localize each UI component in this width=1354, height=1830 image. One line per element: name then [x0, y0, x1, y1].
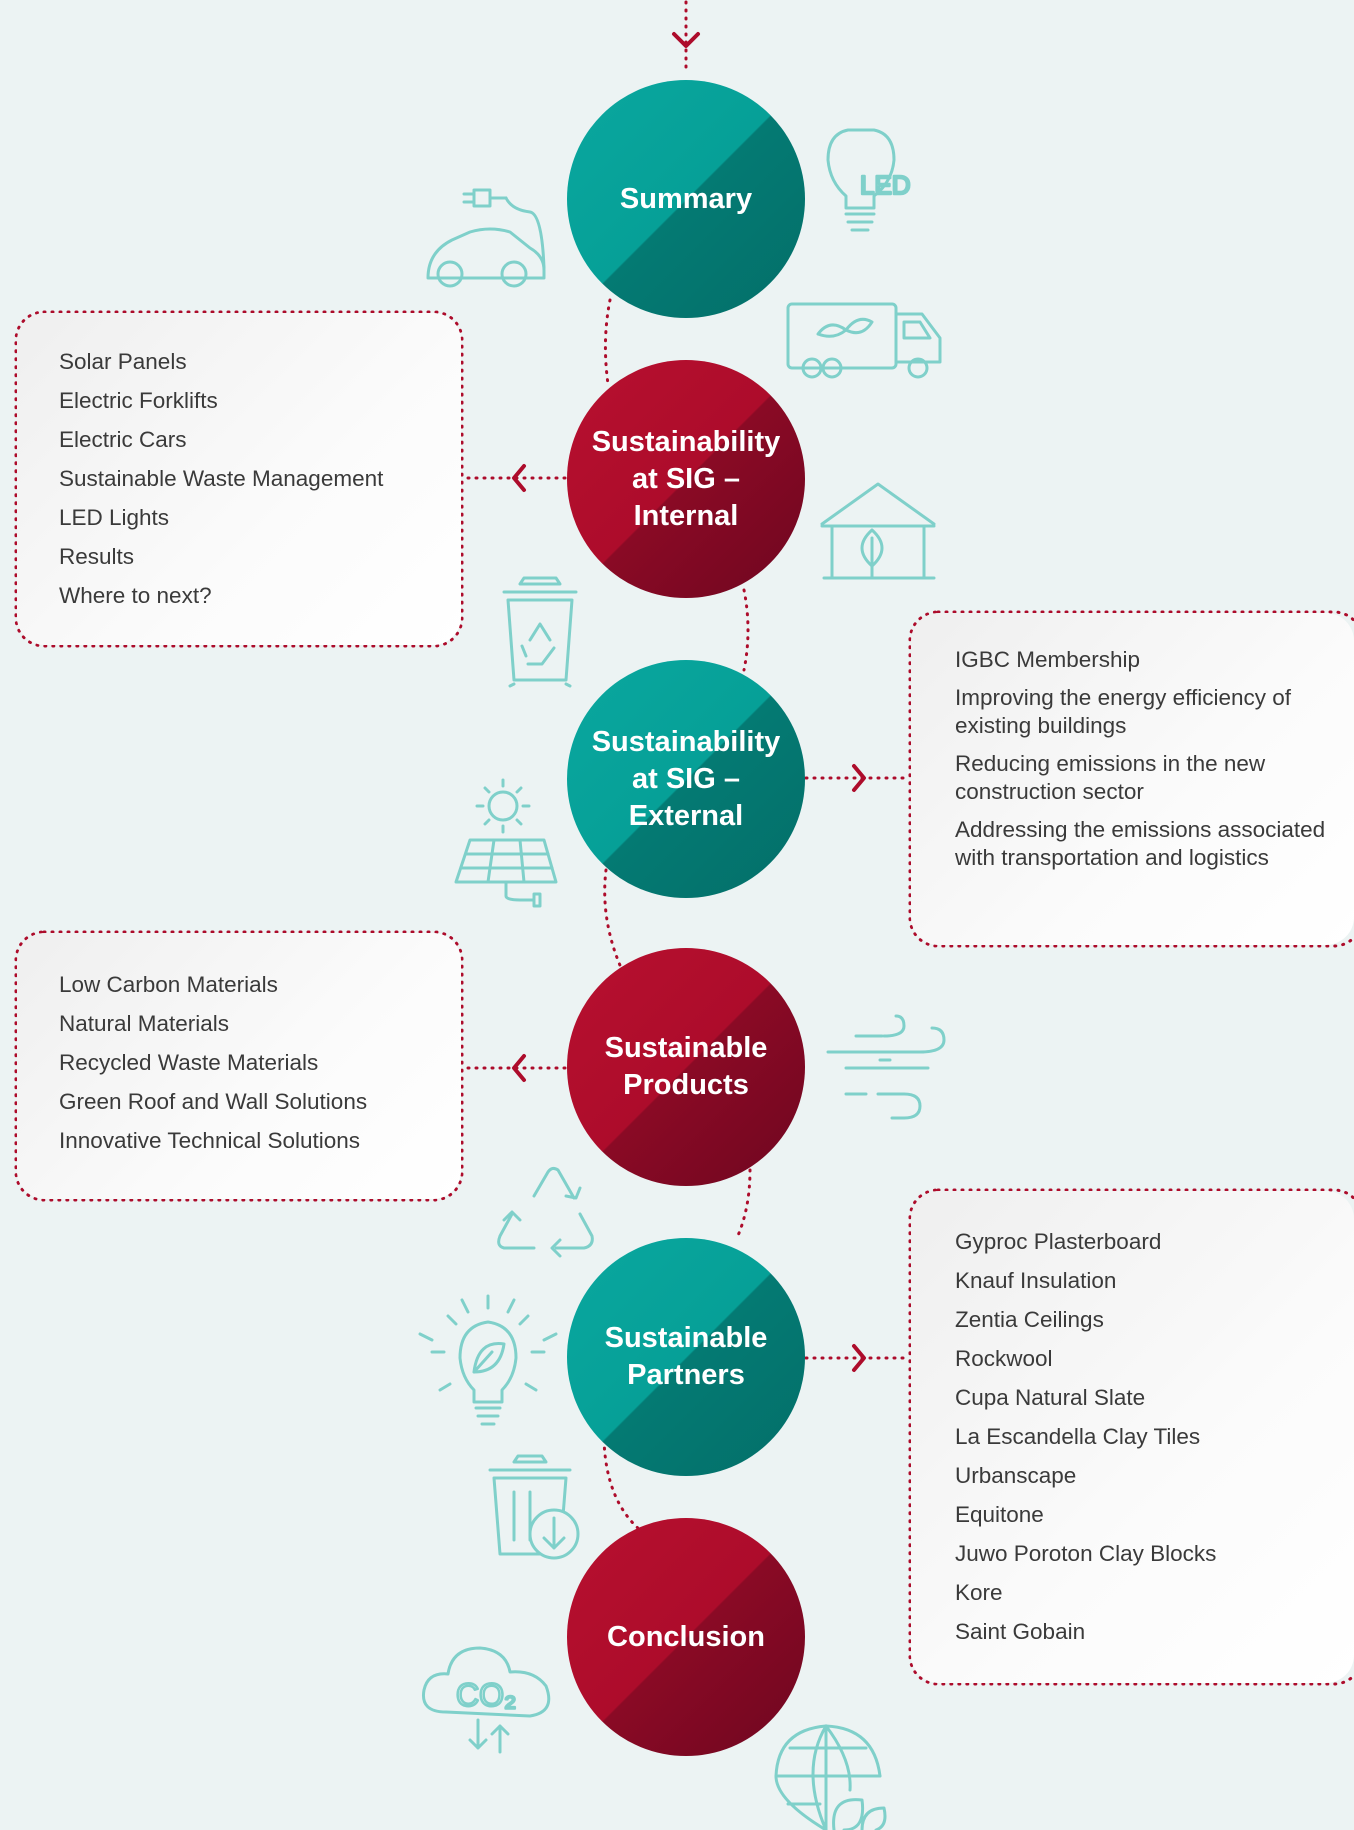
wind-icon [826, 1014, 946, 1120]
chevron-down-icon [672, 32, 700, 48]
node-external-label: Sustainability at SIG – External [591, 725, 781, 832]
node-summary-label: Summary [619, 182, 753, 215]
list-item[interactable]: Improving the energy efficiency of exist… [955, 685, 1292, 738]
list-item[interactable]: La Escandella Clay Tiles [955, 1424, 1201, 1449]
led-bulb-icon: LED [826, 128, 912, 232]
list-item[interactable]: Kore [955, 1580, 1003, 1605]
recycle-icon [497, 1166, 594, 1258]
internal-box-border [14, 310, 464, 648]
svg-text:CO₂: CO₂ [456, 1677, 516, 1713]
chevrons [512, 32, 866, 1372]
list-item[interactable]: Cupa Natural Slate [955, 1385, 1146, 1410]
list-item[interactable]: Electric Forklifts [59, 388, 218, 413]
node-partners[interactable]: Sustainable Partners [567, 1238, 805, 1476]
eco-truck-icon [786, 302, 942, 379]
list-item[interactable]: Saint Gobain [955, 1619, 1086, 1644]
list-item[interactable]: Electric Cars [59, 427, 187, 452]
products-topics-list: Low Carbon Materials Natural Materials R… [59, 971, 461, 1155]
connector-internal-external [742, 588, 750, 672]
chevron-left-icon [512, 464, 526, 492]
node-summary[interactable]: Summary [567, 80, 805, 318]
list-item[interactable]: Equitone [955, 1502, 1044, 1527]
connector-products-partners [734, 1168, 752, 1242]
idea-bulb-icon [418, 1294, 558, 1426]
globe-leaf-icon [774, 1724, 887, 1830]
list-item[interactable]: Reducing emissions in the new constructi… [955, 751, 1266, 804]
partners-topics-box: Gyproc Plasterboard Knauf Insulation Zen… [911, 1191, 1354, 1683]
node-internal[interactable]: Sustainability at SIG – Internal [567, 360, 805, 598]
node-conclusion-label: Conclusion [607, 1620, 765, 1653]
list-item[interactable]: Low Carbon Materials [59, 972, 278, 997]
node-products[interactable]: Sustainable Products [567, 948, 805, 1186]
external-topics-list: IGBC Membership Improving the energy eff… [955, 646, 1338, 872]
waste-bin-icon [488, 1454, 580, 1560]
node-products-label: Sustainable Products [604, 1032, 768, 1101]
list-item[interactable]: Addressing the emissions associated with… [955, 817, 1326, 870]
connector-external-products [603, 868, 624, 972]
list-item[interactable]: IGBC Membership [955, 647, 1141, 672]
external-box-border [908, 610, 1354, 948]
partners-topics-list: Gyproc Plasterboard Knauf Insulation Zen… [955, 1228, 1338, 1646]
svg-text:LED: LED [860, 170, 911, 200]
list-item[interactable]: LED Lights [59, 505, 170, 530]
list-item[interactable]: Sustainable Waste Management [59, 466, 384, 491]
external-topics-box: IGBC Membership Improving the energy eff… [911, 613, 1354, 945]
connector-lines [14, 0, 1354, 1686]
internal-topics-list: Solar Panels Electric Forklifts Electric… [59, 348, 461, 610]
list-item[interactable]: Urbanscape [955, 1463, 1077, 1488]
node-conclusion[interactable]: Conclusion [567, 1518, 805, 1756]
chevron-right-icon [852, 1344, 866, 1372]
list-item[interactable]: Where to next? [59, 583, 212, 608]
list-item[interactable]: Zentia Ceilings [955, 1307, 1104, 1332]
eco-house-icon [820, 482, 936, 580]
list-item[interactable]: Natural Materials [59, 1011, 230, 1036]
list-item[interactable]: Juwo Poroton Clay Blocks [955, 1541, 1217, 1566]
connector-summary-internal [603, 298, 612, 386]
recycle-bin-icon [502, 576, 578, 688]
node-external[interactable]: Sustainability at SIG – External [567, 660, 805, 898]
list-item[interactable]: Solar Panels [59, 349, 187, 374]
chevron-right-icon [852, 764, 866, 792]
connector-partners-conclusion [602, 1438, 642, 1532]
list-item[interactable]: Innovative Technical Solutions [59, 1128, 361, 1153]
chevron-left-icon [512, 1054, 526, 1082]
list-item[interactable]: Green Roof and Wall Solutions [59, 1089, 368, 1114]
ev-charging-car-icon [426, 188, 546, 288]
partners-box-border [908, 1188, 1354, 1686]
products-topics-box: Low Carbon Materials Natural Materials R… [17, 933, 461, 1199]
list-item[interactable]: Results [59, 544, 135, 569]
internal-topics-box: Solar Panels Electric Forklifts Electric… [17, 313, 461, 645]
co2-cloud-icon: CO₂ [421, 1646, 551, 1754]
list-item[interactable]: Gyproc Plasterboard [955, 1229, 1162, 1254]
solar-panel-icon [454, 778, 558, 908]
list-item[interactable]: Rockwool [955, 1346, 1053, 1371]
node-partners-label: Sustainable Partners [604, 1322, 768, 1391]
node-internal-label: Sustainability at SIG – Internal [591, 425, 781, 532]
list-item[interactable]: Recycled Waste Materials [59, 1050, 319, 1075]
list-item[interactable]: Knauf Insulation [955, 1268, 1117, 1293]
